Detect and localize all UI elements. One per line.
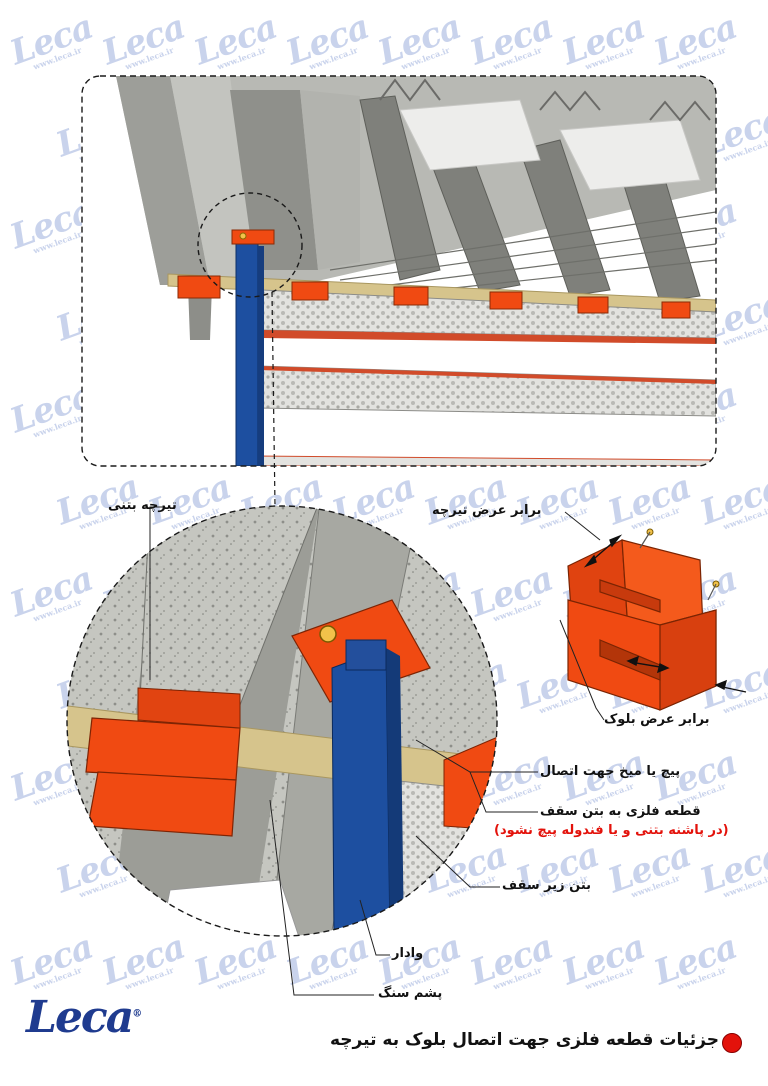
label-concrete-joist: تیرچه بتنی (108, 498, 177, 513)
detail-circle-frame (66, 505, 498, 937)
caption-bullet-icon (722, 1033, 742, 1053)
top-scene (82, 76, 716, 466)
label-metal-piece: قطعه فلزی به بتن سقف (540, 804, 701, 819)
label-rock-wool: پشم سنگ (378, 986, 443, 1001)
label-metal-piece-note: (در پاشنه بتنی و یا فندوله پیچ نشود) (494, 823, 729, 838)
page-caption: جزئیات قطعه فلزی جهت اتصال بلوک به تیرچه (330, 1030, 719, 1050)
label-prop: وادار (392, 946, 424, 961)
leca-logo: Leca® (26, 992, 142, 1043)
label-block-width: برابر عرض بلوک (604, 712, 710, 727)
leader-lines (149, 506, 605, 996)
label-ceiling-concrete: بتن زیر سقف (502, 878, 592, 893)
label-joist-width: برابر عرض تیرچه (432, 503, 542, 518)
metal-piece-iso (567, 539, 717, 711)
detail-scene (67, 506, 497, 936)
top-scene-frame (81, 75, 717, 467)
dimension-arrows (583, 534, 747, 693)
label-screw-or-nail: پیچ یا میخ جهت اتصال (540, 764, 681, 779)
